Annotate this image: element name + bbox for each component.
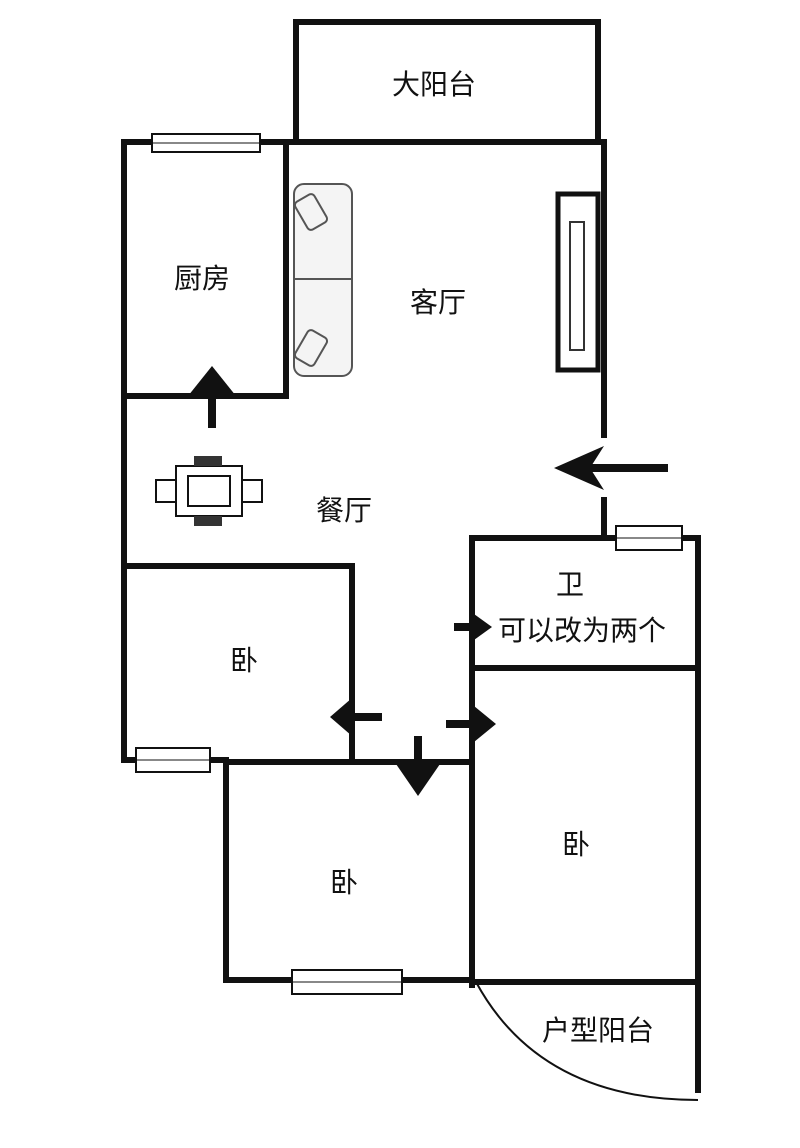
windows xyxy=(135,133,683,995)
arrow-icon xyxy=(446,706,496,742)
walls xyxy=(121,19,701,1101)
window-icon xyxy=(291,969,403,995)
window-icon xyxy=(615,525,683,551)
big-balcony-walls xyxy=(293,19,601,145)
bedroom-bottom-label: 卧 xyxy=(330,866,358,899)
arrow-icon xyxy=(396,736,440,796)
window-icon xyxy=(135,747,211,773)
tv-cabinet-icon xyxy=(555,191,601,373)
kitchen-label: 厨房 xyxy=(174,262,230,295)
window-icon xyxy=(151,133,261,153)
arrow-icon xyxy=(188,366,236,428)
bathroom-note-label: 可以改为两个 xyxy=(498,614,666,647)
arrow-icon xyxy=(554,446,668,490)
arrows xyxy=(188,366,668,796)
sofa-icon xyxy=(293,183,353,377)
room-labels: 大阳台 厨房 客厅 餐厅 卫 可以改为两个 卧 卧 卧 户型阳台 xyxy=(174,68,666,1047)
bedroom-right-label: 卧 xyxy=(562,828,590,861)
bedroom-left-label: 卧 xyxy=(230,644,258,677)
dining-room-label: 餐厅 xyxy=(316,494,372,527)
big-balcony-label: 大阳台 xyxy=(392,68,476,101)
arrow-icon xyxy=(454,614,492,640)
unit-balcony-label: 户型阳台 xyxy=(542,1014,654,1047)
unit-balcony-arc xyxy=(475,981,699,1101)
dining-table-icon xyxy=(155,456,263,526)
bathroom-label: 卫 xyxy=(556,568,584,601)
living-room-label: 客厅 xyxy=(410,286,466,319)
arrow-icon xyxy=(330,698,382,736)
